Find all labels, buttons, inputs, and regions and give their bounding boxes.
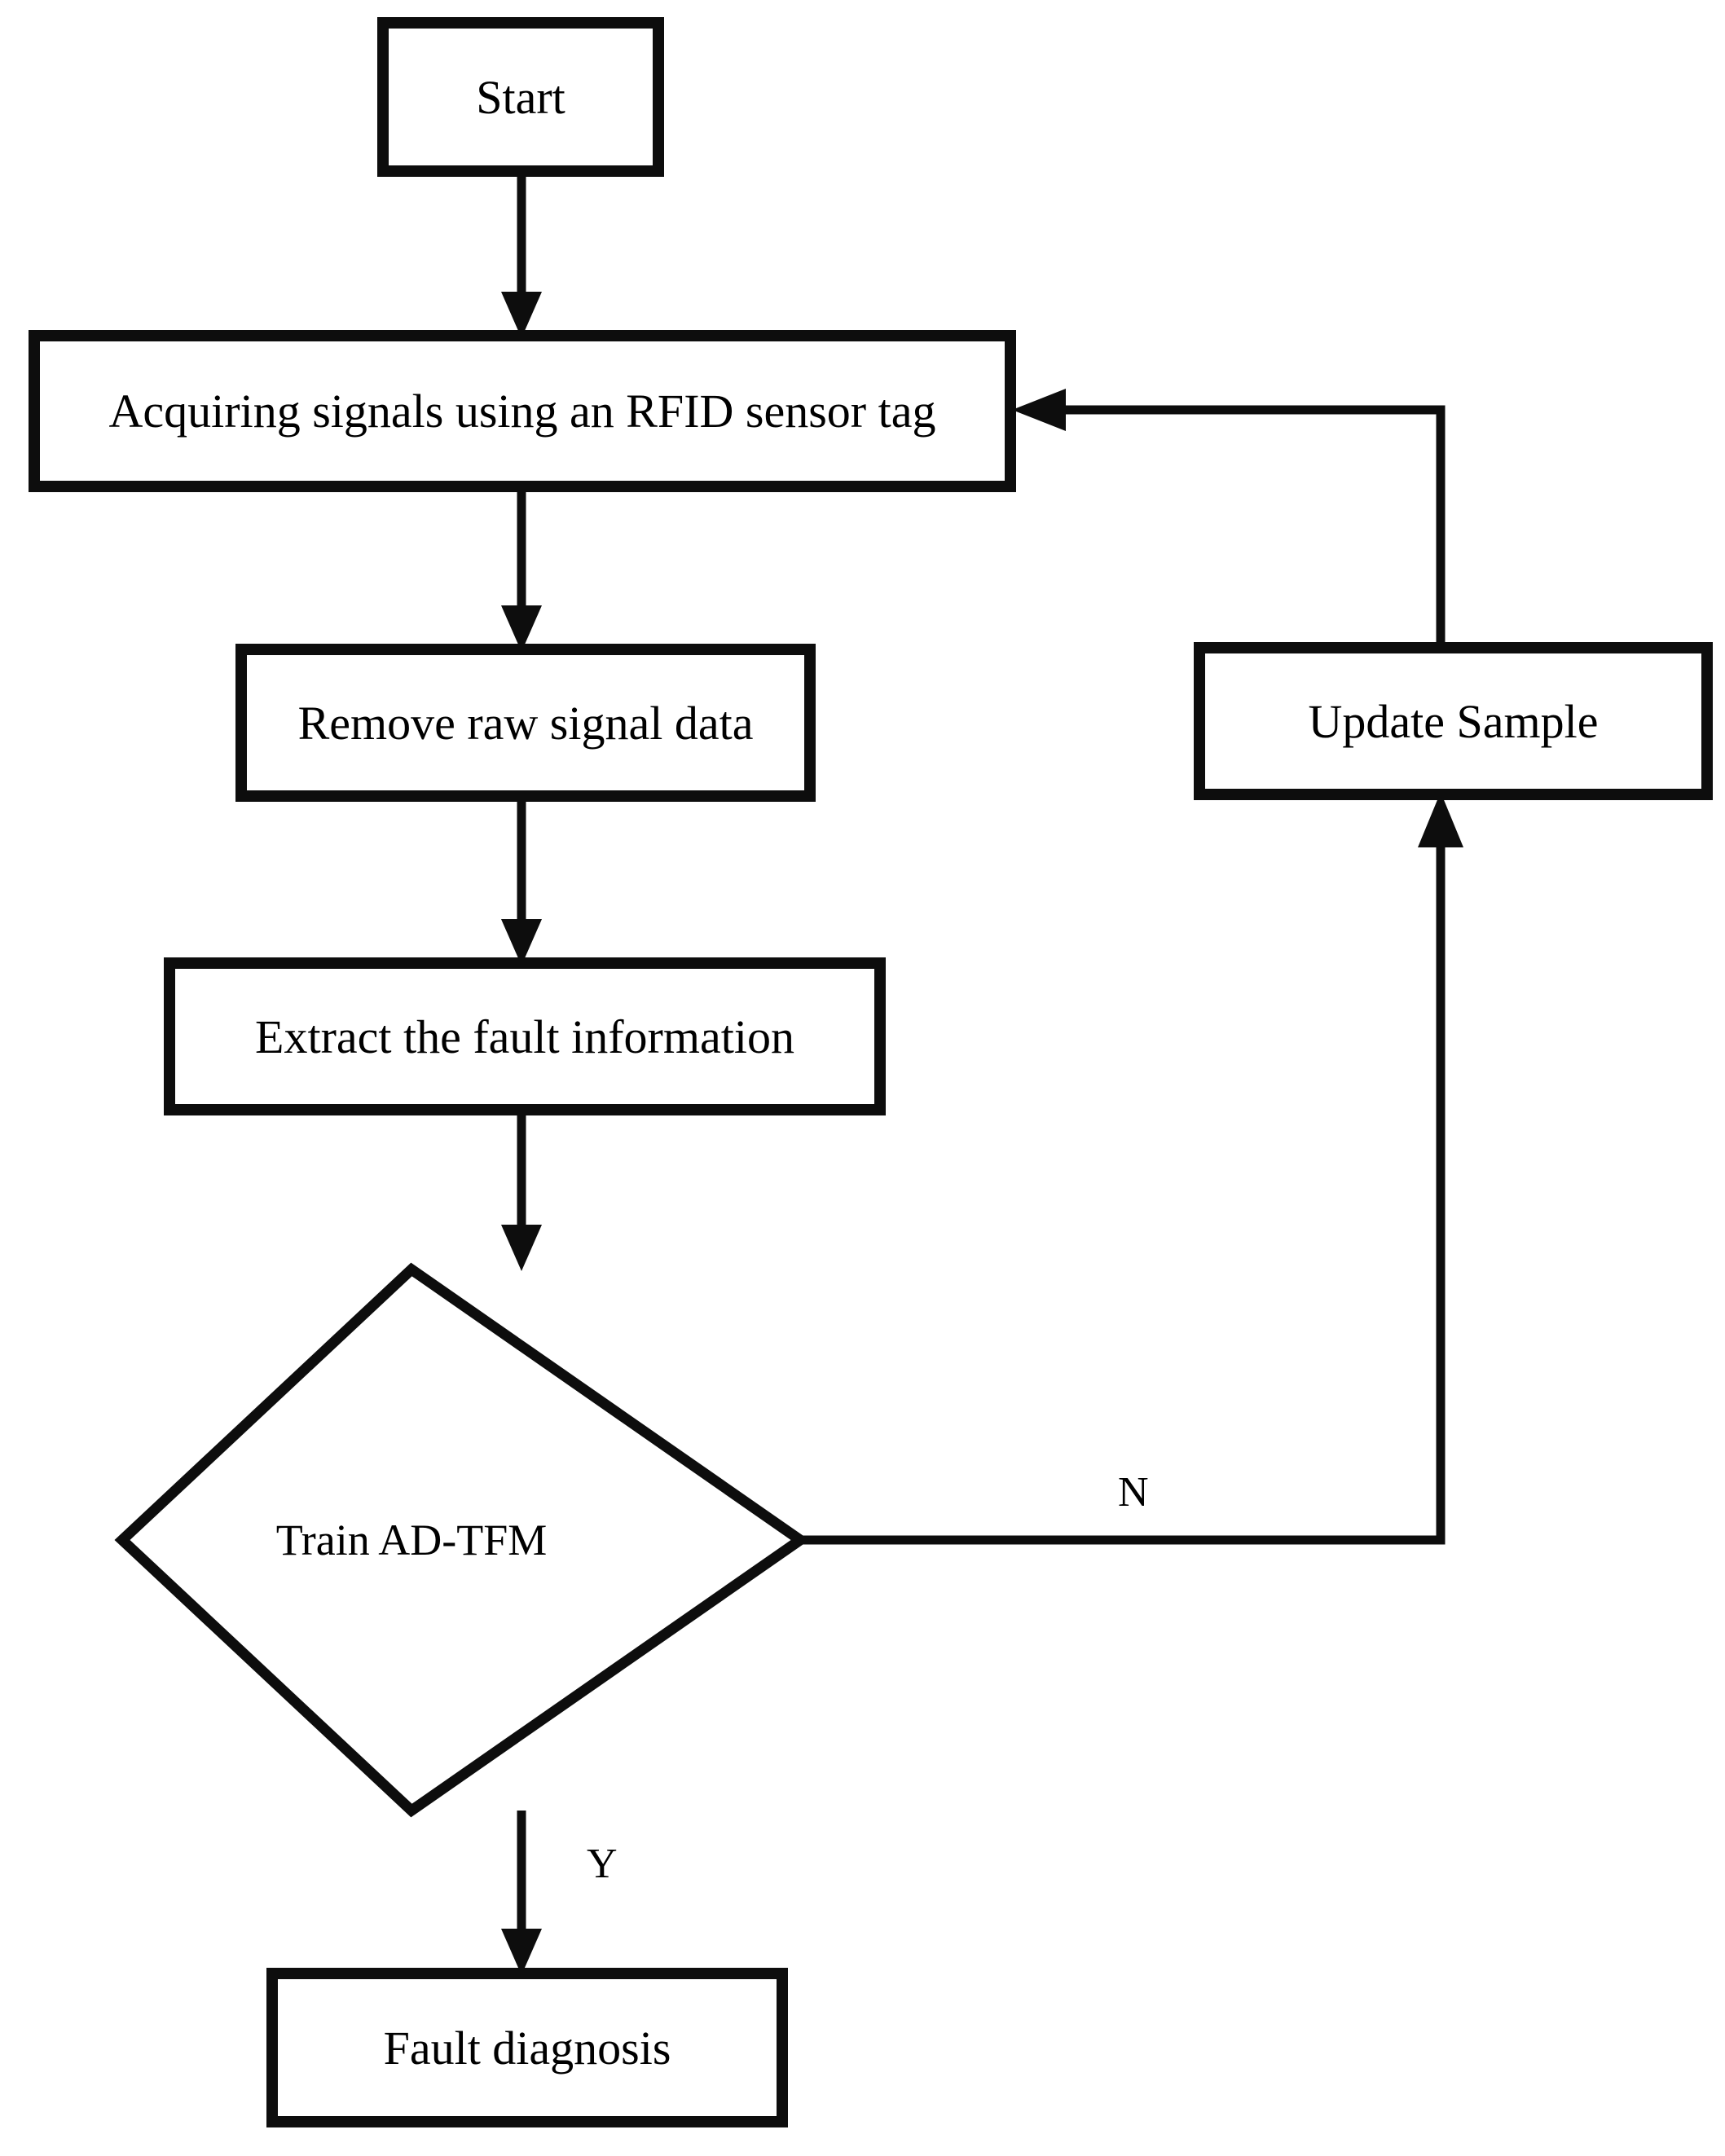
edge-extract-to-train: [501, 1110, 542, 1271]
edge-layer: [501, 171, 1463, 1975]
edge-start-to-acquire: [501, 171, 542, 338]
edge-acquire-to-remove: [501, 486, 542, 652]
edge-train-to-update: [800, 792, 1463, 1545]
node-fault-diagnosis[interactable]: [266, 1968, 788, 2127]
edge-label-no: N: [1118, 1469, 1149, 1516]
edge-label-yes: Y: [587, 1841, 618, 1887]
node-start[interactable]: [377, 17, 664, 177]
edge-update-to-acquire: [1012, 389, 1446, 648]
node-acquiring-signals[interactable]: [29, 330, 1016, 492]
edge-train-to-diagnosis: [501, 1811, 542, 1975]
edge-remove-to-extract: [501, 796, 542, 966]
node-extract-fault-information[interactable]: [164, 957, 886, 1115]
node-remove-raw-signal-data[interactable]: [235, 644, 816, 802]
node-train-ad-tfm[interactable]: [114, 1262, 810, 1818]
node-update-sample[interactable]: [1194, 642, 1713, 800]
node-layer: [29, 17, 1713, 2127]
